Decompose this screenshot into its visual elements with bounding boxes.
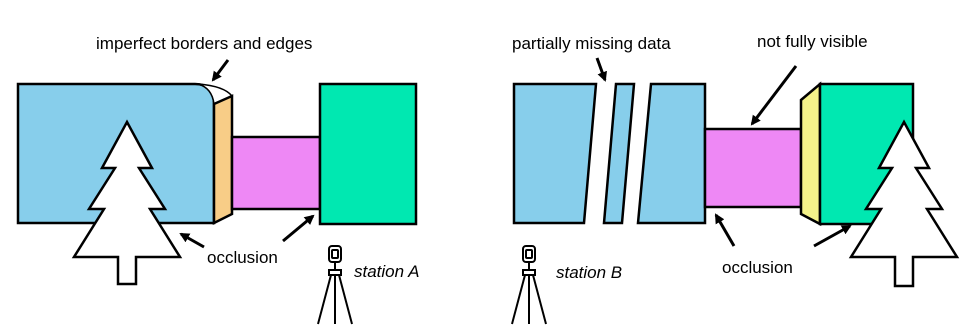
tree-icon [71, 119, 183, 286]
tripod-icon [317, 245, 353, 325]
arrow-icon [595, 57, 607, 82]
label-imperfect-borders: imperfect borders and edges [96, 34, 312, 53]
tripod-icon [511, 245, 547, 325]
label-missing-data: partially missing data [512, 34, 671, 53]
tree-icon [848, 119, 960, 288]
right-blue-fragment-1 [512, 82, 598, 225]
arrow-icon [211, 59, 230, 82]
left-green-block [318, 82, 418, 226]
left-magenta-block [230, 135, 322, 211]
label-not-fully-visible: not fully visible [757, 32, 868, 51]
label-occlusion-left: occlusion [207, 248, 278, 267]
arrow-icon [813, 224, 852, 248]
right-blue-fragment-2 [602, 82, 636, 225]
arrow-icon [750, 65, 798, 126]
arrow-icon [179, 232, 205, 249]
left-orange-face [212, 94, 234, 226]
right-yellow-face [799, 81, 822, 227]
arrow-icon [714, 213, 736, 247]
right-magenta-block [703, 127, 803, 209]
label-station-b: station B [556, 263, 622, 282]
label-station-a: station A [354, 262, 420, 281]
right-blue-fragment-3 [636, 82, 707, 225]
label-occlusion-right: occlusion [722, 258, 793, 277]
scene-station-a [16, 82, 418, 325]
scene-station-b [511, 81, 960, 325]
arrow-icon [282, 214, 315, 243]
annotation-arrows [179, 57, 852, 249]
